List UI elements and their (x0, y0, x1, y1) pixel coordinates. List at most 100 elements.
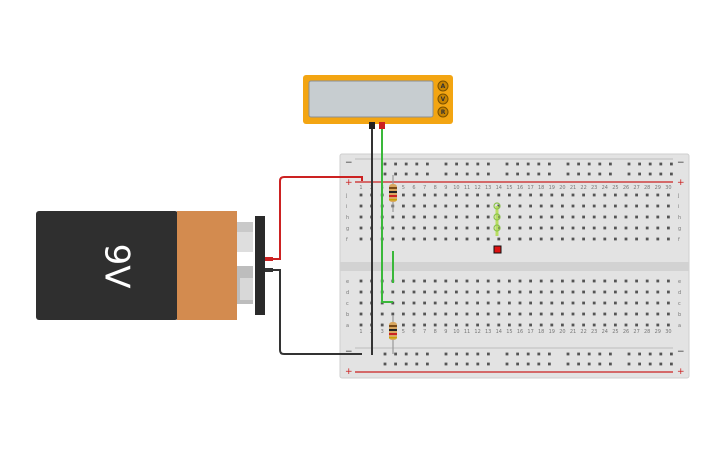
breadboard-hole[interactable] (423, 301, 426, 305)
breadboard-hole[interactable] (380, 312, 384, 316)
breadboard-hole[interactable] (645, 301, 649, 305)
breadboard-hole[interactable] (508, 204, 511, 208)
breadboard-hole[interactable] (609, 352, 612, 356)
breadboard-hole[interactable] (444, 279, 448, 283)
breadboard-hole[interactable] (486, 290, 490, 294)
breadboard-hole[interactable] (455, 162, 458, 166)
breadboard-hole[interactable] (476, 226, 479, 230)
breadboard-hole[interactable] (592, 193, 596, 197)
breadboard-hole[interactable] (609, 362, 612, 366)
breadboard-hole[interactable] (391, 215, 395, 219)
breadboard-hole[interactable] (603, 323, 607, 327)
breadboard-hole[interactable] (561, 215, 564, 219)
breadboard-hole[interactable] (645, 279, 649, 283)
breadboard-hole[interactable] (383, 352, 387, 356)
breadboard-hole[interactable] (518, 323, 522, 327)
breadboard-hole[interactable] (465, 323, 469, 327)
breadboard-hole[interactable] (529, 312, 532, 316)
breadboard-hole[interactable] (402, 226, 405, 230)
breadboard-hole[interactable] (667, 204, 670, 208)
breadboard-hole[interactable] (537, 352, 541, 356)
breadboard-hole[interactable] (402, 237, 405, 241)
breadboard-hole[interactable] (635, 215, 638, 219)
breadboard-hole[interactable] (645, 226, 649, 230)
breadboard-hole[interactable] (518, 279, 522, 283)
breadboard-hole[interactable] (518, 301, 522, 305)
breadboard-hole[interactable] (412, 290, 416, 294)
multimeter-probe-green-wire[interactable] (381, 126, 393, 303)
breadboard-hole[interactable] (508, 237, 511, 241)
breadboard-hole[interactable] (433, 323, 437, 327)
breadboard-hole[interactable] (592, 279, 596, 283)
breadboard-hole[interactable] (571, 301, 575, 305)
breadboard-hole[interactable] (529, 323, 532, 327)
breadboard-hole[interactable] (383, 162, 387, 166)
breadboard-hole[interactable] (426, 172, 429, 176)
breadboard-hole[interactable] (571, 226, 575, 230)
breadboard-hole[interactable] (426, 362, 429, 366)
led[interactable] (493, 202, 502, 254)
breadboard-hole[interactable] (656, 193, 660, 197)
breadboard-hole[interactable] (550, 204, 554, 208)
breadboard-hole[interactable] (423, 215, 426, 219)
breadboard-hole[interactable] (645, 312, 649, 316)
breadboard-hole[interactable] (486, 279, 490, 283)
breadboard-hole[interactable] (614, 312, 617, 316)
breadboard-hole[interactable] (603, 204, 607, 208)
breadboard-hole[interactable] (412, 215, 416, 219)
breadboard-hole[interactable] (635, 323, 638, 327)
breadboard-hole[interactable] (412, 312, 416, 316)
breadboard-hole[interactable] (529, 290, 532, 294)
breadboard-hole[interactable] (648, 362, 652, 366)
breadboard-hole[interactable] (359, 215, 363, 219)
breadboard-hole[interactable] (404, 172, 408, 176)
breadboard-hole[interactable] (486, 215, 490, 219)
breadboard-hole[interactable] (433, 301, 437, 305)
breadboard-hole[interactable] (609, 172, 612, 176)
breadboard-hole[interactable] (587, 362, 591, 366)
breadboard-hole[interactable] (635, 312, 638, 316)
breadboard-hole[interactable] (404, 352, 408, 356)
breadboard-hole[interactable] (444, 362, 448, 366)
breadboard-hole[interactable] (624, 193, 628, 197)
breadboard-hole[interactable] (614, 237, 617, 241)
breadboard-hole[interactable] (561, 193, 564, 197)
breadboard-hole[interactable] (412, 323, 416, 327)
breadboard-hole[interactable] (465, 204, 469, 208)
breadboard-hole[interactable] (415, 362, 419, 366)
breadboard-hole[interactable] (444, 352, 448, 356)
breadboard-hole[interactable] (645, 193, 649, 197)
breadboard-hole[interactable] (624, 204, 628, 208)
breadboard-hole[interactable] (455, 352, 458, 356)
breadboard-hole[interactable] (656, 226, 660, 230)
breadboard-hole[interactable] (465, 172, 469, 176)
breadboard-hole[interactable] (592, 301, 596, 305)
breadboard-hole[interactable] (539, 237, 543, 241)
breadboard-hole[interactable] (656, 279, 660, 283)
breadboard-hole[interactable] (614, 226, 617, 230)
breadboard-hole[interactable] (465, 193, 469, 197)
breadboard-hole[interactable] (505, 362, 509, 366)
breadboard-hole[interactable] (508, 323, 511, 327)
breadboard-hole[interactable] (539, 215, 543, 219)
breadboard-hole[interactable] (614, 204, 617, 208)
breadboard-hole[interactable] (539, 301, 543, 305)
breadboard-hole[interactable] (592, 312, 596, 316)
breadboard-hole[interactable] (550, 215, 554, 219)
breadboard-hole[interactable] (465, 237, 469, 241)
breadboard-hole[interactable] (505, 162, 509, 166)
breadboard-hole[interactable] (359, 323, 363, 327)
breadboard-hole[interactable] (455, 204, 458, 208)
breadboard-hole[interactable] (614, 279, 617, 283)
breadboard-hole[interactable] (359, 193, 363, 197)
breadboard-hole[interactable] (577, 352, 580, 356)
breadboard-hole[interactable] (516, 352, 519, 356)
breadboard-hole[interactable] (627, 172, 631, 176)
breadboard-hole[interactable] (476, 237, 479, 241)
breadboard-hole[interactable] (624, 301, 628, 305)
breadboard-hole[interactable] (571, 193, 575, 197)
breadboard-hole[interactable] (476, 362, 480, 366)
breadboard-hole[interactable] (624, 279, 628, 283)
breadboard-hole[interactable] (614, 301, 617, 305)
breadboard-hole[interactable] (508, 301, 511, 305)
